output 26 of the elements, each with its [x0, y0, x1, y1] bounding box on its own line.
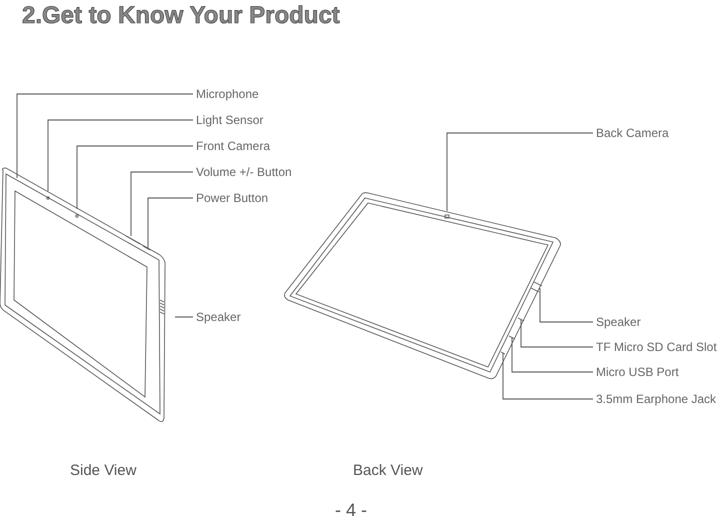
- leader-line: [48, 120, 194, 192]
- leader-line: [76, 146, 194, 210]
- part-label: Front Camera: [196, 139, 270, 153]
- part-label: TF Micro SD Card Slot: [596, 340, 717, 354]
- view-caption: Back View: [353, 462, 423, 479]
- part-label: Micro USB Port: [596, 365, 679, 379]
- part-label: 3.5mm Earphone Jack: [596, 392, 716, 406]
- part-label: Volume +/- Button: [196, 165, 292, 179]
- page-title: 2.Get to Know Your Product: [22, 2, 340, 30]
- leader-line: [16, 94, 194, 178]
- leader-line: [148, 198, 194, 248]
- part-label: Speaker: [596, 315, 641, 329]
- view-caption: Side View: [70, 462, 136, 479]
- page-number: - 4 -: [335, 500, 368, 516]
- part-label: Microphone: [196, 87, 259, 101]
- part-label: Power Button: [196, 191, 268, 205]
- leader-line: [130, 172, 194, 236]
- part-label: Back Camera: [596, 126, 669, 140]
- leader-line: [174, 316, 194, 318]
- leader-line: [502, 352, 594, 400]
- leader-line: [446, 132, 594, 212]
- part-label: Light Sensor: [196, 113, 264, 127]
- part-label: Speaker: [196, 310, 241, 324]
- leader-line: [540, 288, 594, 322]
- leader-line: [520, 320, 594, 348]
- leader-line: [512, 336, 594, 372]
